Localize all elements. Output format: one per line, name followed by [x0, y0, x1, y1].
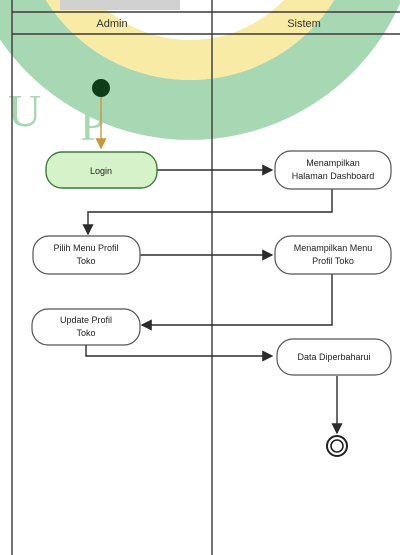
action-update-line1: Update Profil — [60, 315, 112, 325]
action-show-dashboard-line2: Halaman Dashboard — [292, 171, 375, 181]
action-pick-menu: Pilih Menu Profil Toko — [32, 235, 141, 275]
flow-edges — [82, 97, 343, 435]
action-data-updated-label: Data Diperbaharui — [297, 352, 370, 362]
watermark-logo: U P R — [0, 0, 400, 150]
action-show-menu-line1: Menampilkan Menu — [294, 243, 373, 253]
lane-title-sistem: Sistem — [287, 18, 321, 30]
action-login: Login — [45, 151, 158, 189]
svg-text:P: P — [80, 99, 106, 150]
final-node — [326, 435, 348, 457]
initial-node — [92, 79, 110, 97]
swimlane-frame — [11, 0, 400, 555]
lane-title-admin: Admin — [96, 18, 127, 30]
action-data-updated: Data Diperbaharui — [276, 338, 392, 376]
action-pick-menu-line2: Toko — [76, 256, 95, 266]
action-show-menu: Menampilkan Menu Profil Toko — [274, 235, 392, 275]
action-show-dashboard: Menampilkan Halaman Dashboard — [274, 150, 392, 190]
action-show-dashboard-line1: Menampilkan — [306, 158, 360, 168]
action-pick-menu-line1: Pilih Menu Profil — [53, 243, 118, 253]
action-show-menu-line2: Profil Toko — [312, 256, 354, 266]
svg-text:R: R — [168, 87, 199, 138]
edge-dashboard-pilih — [82, 188, 333, 236]
action-login-label: Login — [90, 166, 112, 176]
action-update: Update Profil Toko — [31, 308, 141, 346]
action-update-line2: Toko — [76, 328, 95, 338]
edge-update-data — [85, 343, 274, 362]
edge-tampil-update — [140, 272, 333, 331]
svg-text:U: U — [8, 85, 41, 136]
